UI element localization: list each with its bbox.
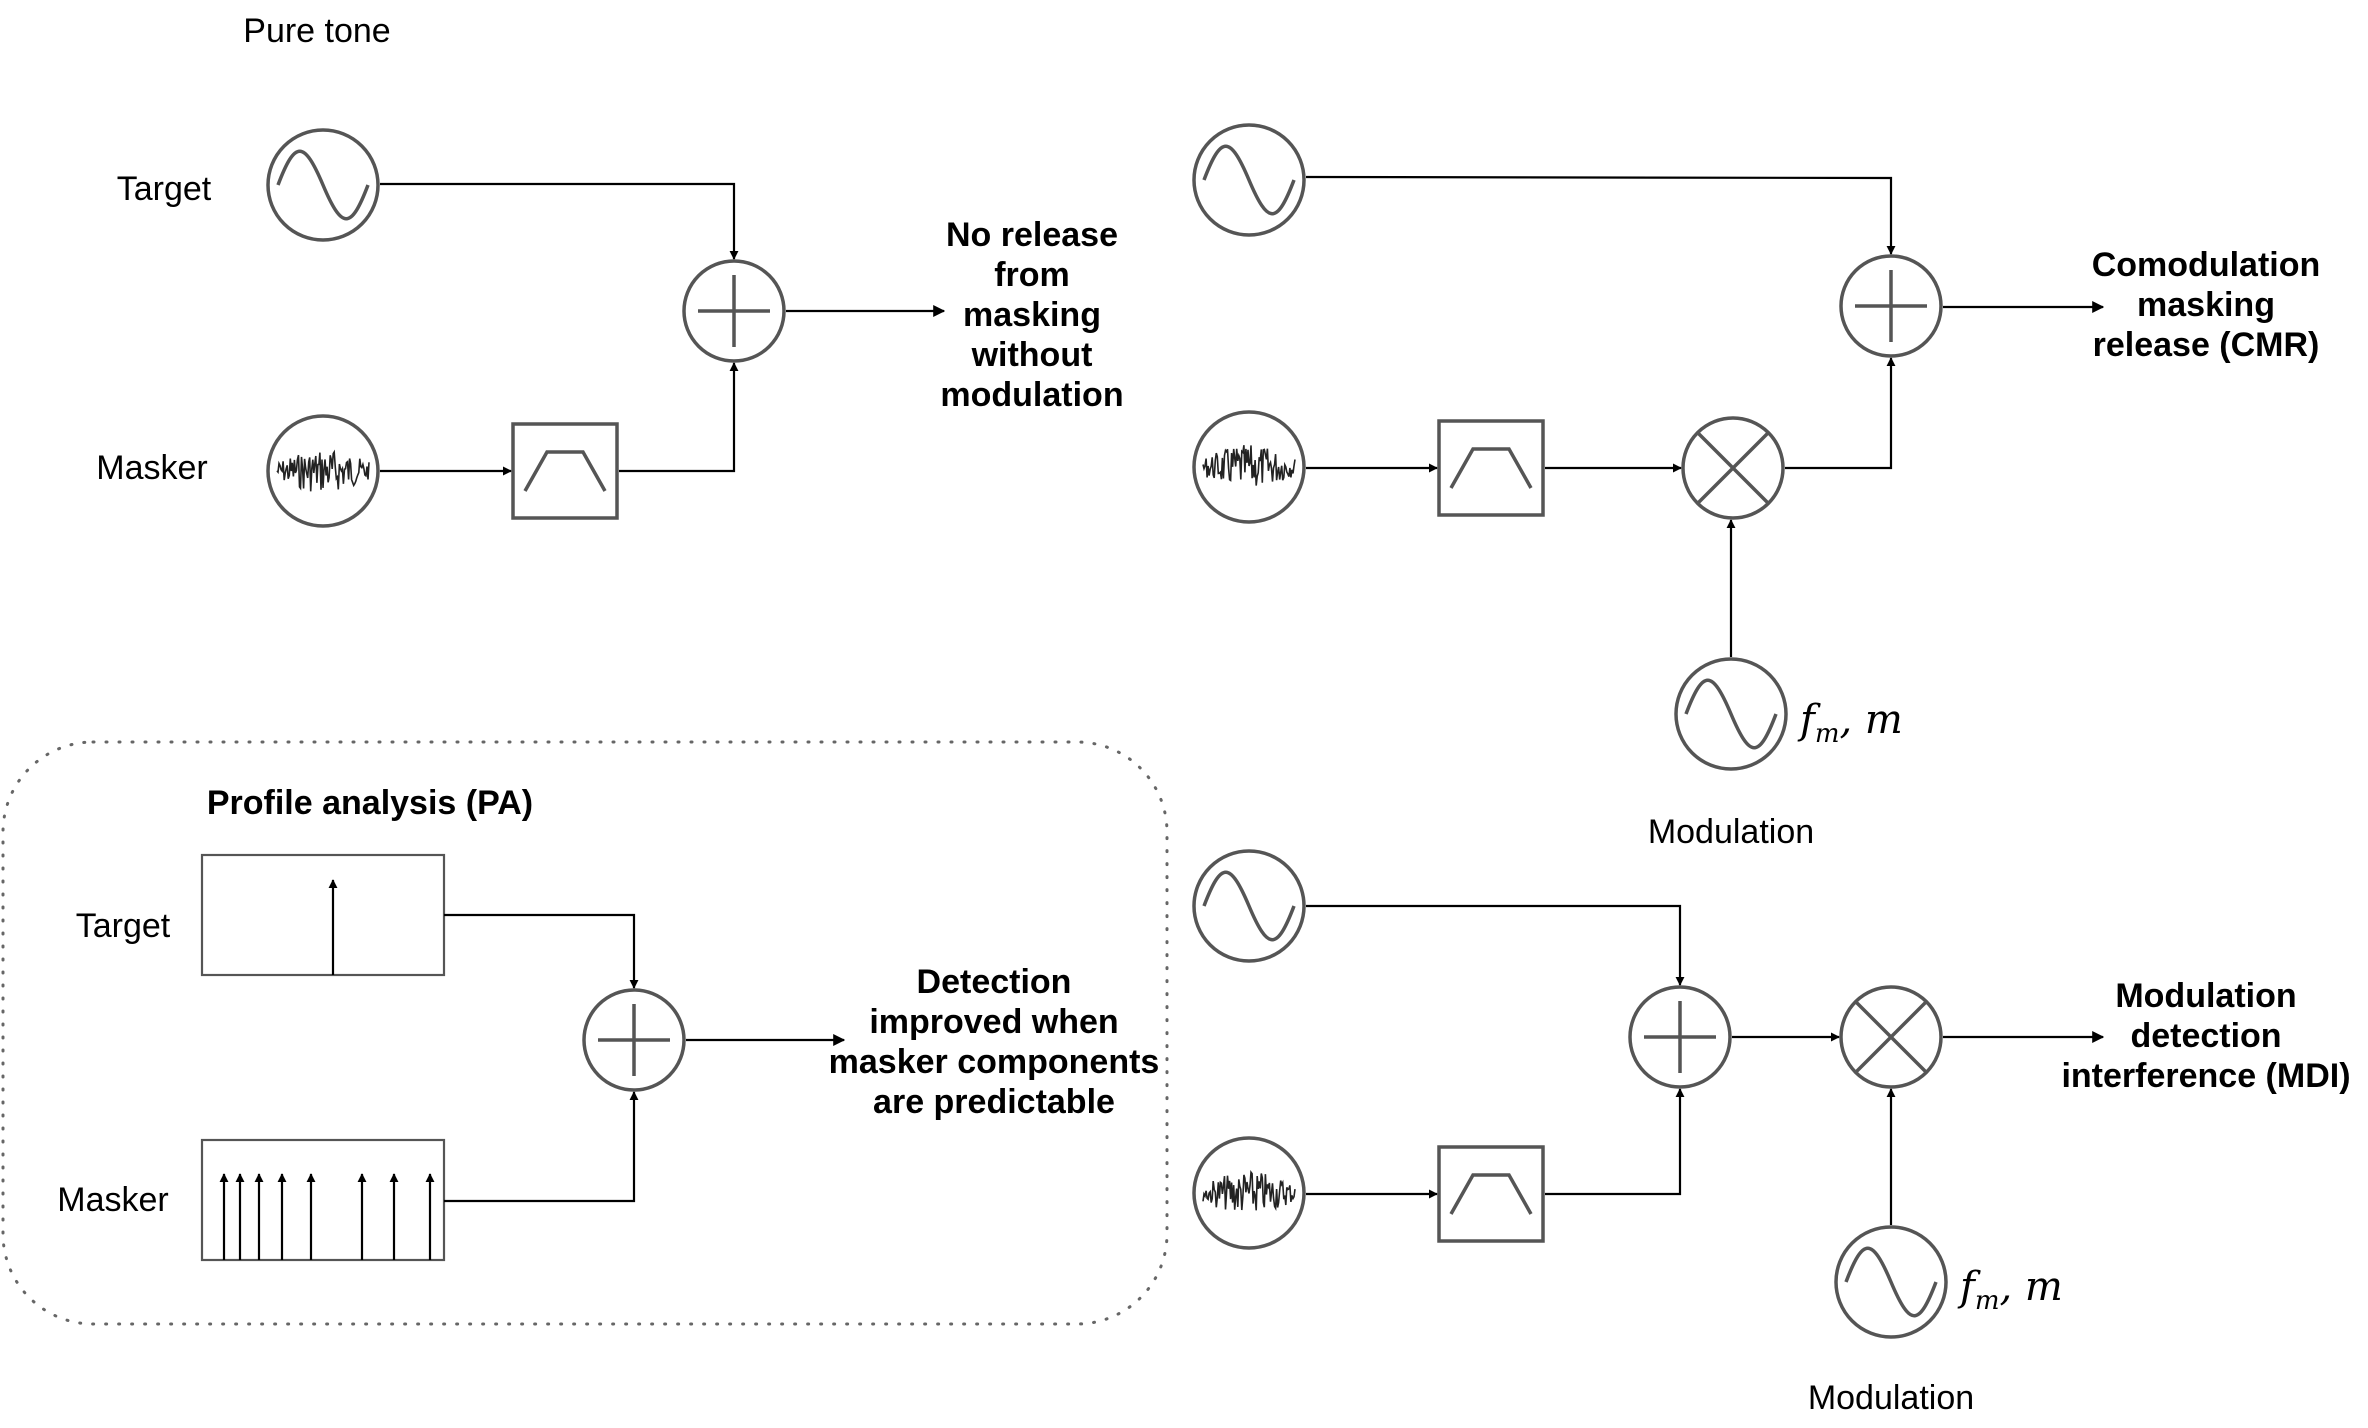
pa-title: Profile analysis (PA) — [207, 784, 533, 822]
plus-glyph — [598, 1004, 670, 1076]
noise-glyph — [276, 449, 370, 492]
noise-source-masker-4 — [1192, 1136, 1306, 1250]
target-label: Target — [76, 907, 171, 945]
mod-subscript: m — [1975, 1286, 2000, 1316]
masker-spectrum-panel — [200, 1138, 446, 1262]
mod-subscript: m — [1815, 719, 1840, 749]
target-spectrum — [200, 853, 446, 977]
mod-params-label: fm, m — [1797, 697, 1903, 749]
bandpass-filter-4 — [1437, 1145, 1545, 1243]
noise-icon — [1192, 410, 1306, 524]
result-line: interference (MDI) — [2061, 1057, 2350, 1095]
noise-glyph — [1202, 1169, 1296, 1212]
result-line: Modulation — [2115, 977, 2296, 1015]
multiplier-node-4 — [1839, 985, 1943, 1089]
wire-target-to-adder-3 — [444, 913, 639, 989]
result-line: improved when — [869, 1003, 1118, 1041]
result-line: masking — [2137, 286, 2275, 324]
modulation-label: Modulation — [1648, 813, 1814, 851]
multiplier-node — [1681, 416, 1785, 520]
wire-target-to-adder-4 — [1306, 904, 1685, 986]
wire-multiplier-to-adder — [1785, 357, 1896, 470]
noise-glyph — [1202, 445, 1296, 486]
adder-node — [682, 259, 786, 363]
wire-filter-to-adder-4 — [1545, 1088, 1685, 1196]
filter-glyph — [1449, 447, 1533, 489]
bandpass-filter-icon — [1437, 419, 1545, 517]
noise-source-masker — [266, 414, 380, 528]
masker-label: Masker — [96, 449, 207, 487]
pure-tone-label: Pure tone — [243, 12, 390, 50]
result-line: are predictable — [873, 1083, 1115, 1121]
sine-wave-glyph — [1684, 678, 1778, 750]
diagram-profile-analysis: Profile analysis (PA) Target Masker Dete… — [1, 740, 1169, 1326]
sine-source-modulator — [1674, 657, 1788, 771]
wire-target-to-adder — [380, 182, 739, 260]
result-line: No release — [946, 216, 1118, 254]
bandpass-filter-2 — [1437, 419, 1545, 517]
result-line: release (CMR) — [2093, 326, 2320, 364]
plus-glyph — [698, 275, 770, 347]
pure-tone-label-line1: Pure tone — [243, 12, 390, 50]
sine-source-target-2 — [1192, 123, 1306, 237]
result-line: modulation — [940, 376, 1123, 414]
mod-params-label: fm, m — [1957, 1264, 2063, 1316]
masker-component-arrows — [219, 1173, 435, 1260]
plus-glyph — [1644, 1001, 1716, 1073]
result-line: masker components — [829, 1043, 1160, 1081]
adder-node-4 — [1628, 985, 1732, 1089]
masker-spectrum — [200, 1138, 446, 1262]
sine-wave-glyph — [1202, 144, 1296, 216]
result-line: masking — [963, 296, 1101, 334]
sine-wave-glyph — [276, 149, 370, 221]
mod-rest: , m — [1839, 697, 1902, 743]
target-spectrum-panel — [200, 853, 446, 977]
sine-source-target-4 — [1192, 849, 1306, 963]
noise-source-masker-2 — [1192, 410, 1306, 524]
bandpass-filter — [511, 422, 619, 520]
result-line: Detection — [917, 963, 1072, 1001]
wire-target-to-adder-2 — [1305, 175, 1896, 255]
sine-source-target — [266, 128, 380, 242]
sine-wave-glyph — [1844, 1246, 1938, 1318]
filter-glyph — [523, 450, 607, 492]
wire-masker-to-adder-3 — [444, 1091, 639, 1203]
result-line: detection — [2130, 1017, 2281, 1055]
bandpass-filter-icon — [1437, 1145, 1545, 1243]
modulation-label: Modulation — [1808, 1379, 1974, 1417]
times-glyph — [1696, 431, 1770, 505]
bandpass-filter-icon — [511, 422, 619, 520]
result-line: from — [994, 256, 1070, 294]
mod-rest: , m — [1999, 1264, 2062, 1310]
adder-node-3 — [582, 988, 686, 1092]
masker-label: Masker — [57, 1181, 168, 1219]
result-line: Comodulation — [2092, 246, 2321, 284]
times-glyph — [1854, 1000, 1928, 1074]
wire-filter-to-adder — [619, 362, 739, 473]
result-line: without — [971, 336, 1093, 374]
filter-glyph — [1449, 1173, 1533, 1215]
sine-source-modulator-4 — [1834, 1225, 1948, 1339]
target-label: Target — [117, 170, 212, 208]
plus-glyph — [1855, 270, 1927, 342]
pa-dotted-border — [1, 740, 1169, 1326]
sine-wave-glyph — [1202, 870, 1296, 942]
adder-node-2 — [1839, 254, 1943, 358]
